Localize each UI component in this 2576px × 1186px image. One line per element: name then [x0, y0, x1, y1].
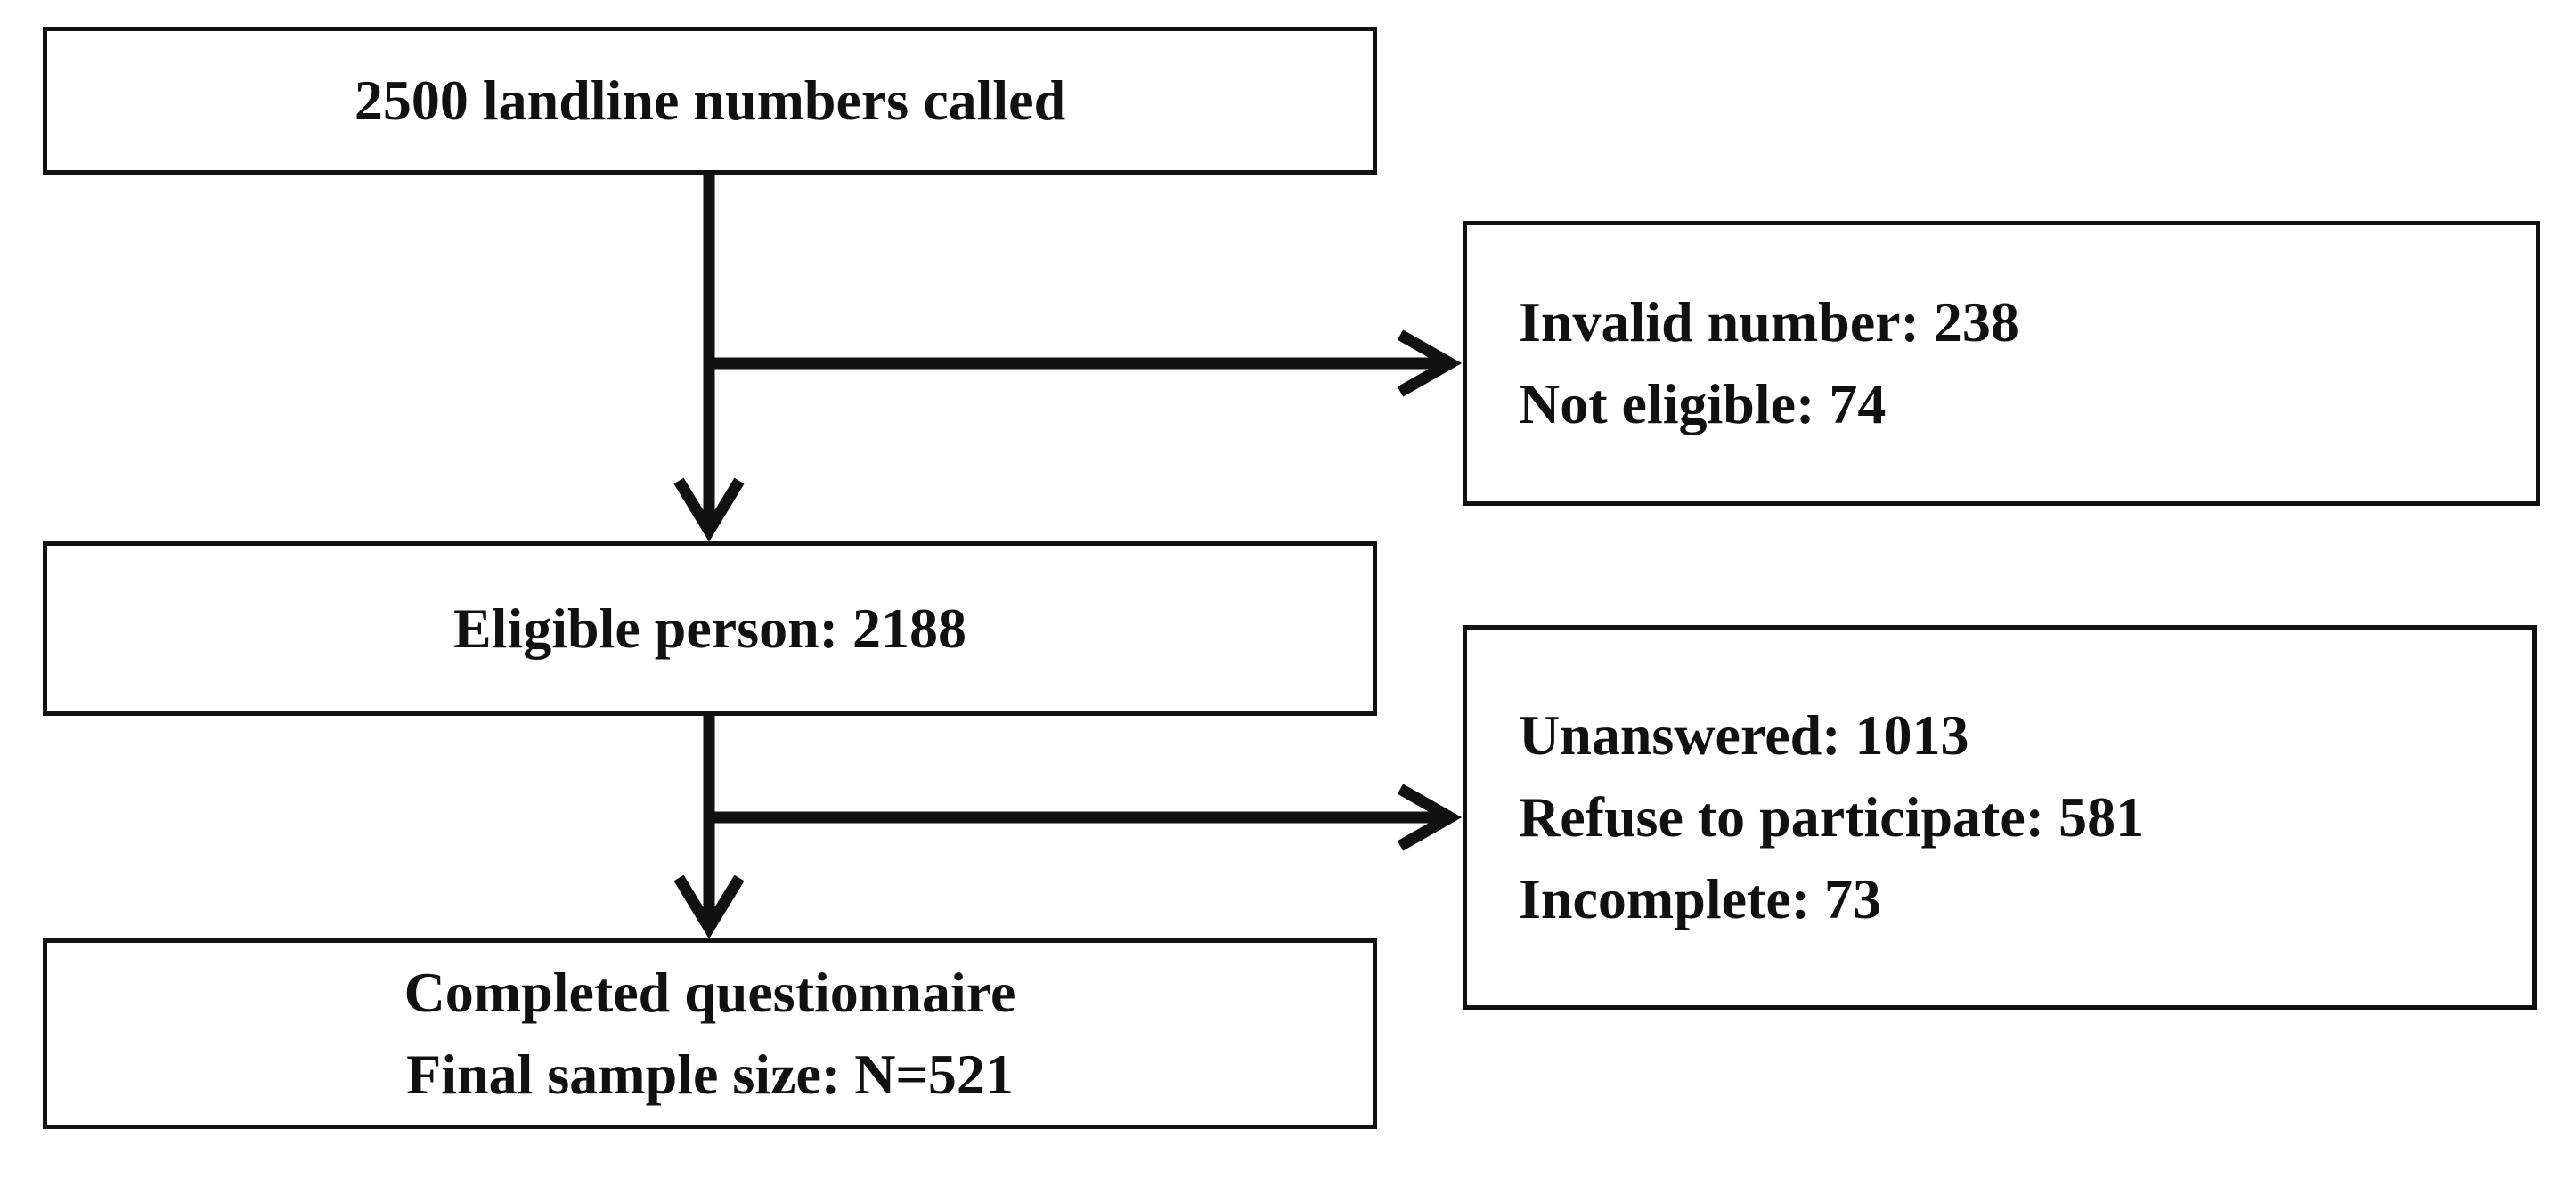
box-excluded-nonresponse: Unanswered: 1013 Refuse to participate: … [1463, 625, 2537, 1010]
box-final-sample: Completed questionnaire Final sample siz… [43, 938, 1377, 1129]
box-text: 2500 landline numbers called [354, 69, 1066, 132]
arrowhead-excluded-1 [1397, 329, 1463, 397]
box-text: Final sample size: N=521 [406, 1043, 1014, 1106]
box-excluded-invalid: Invalid number: 238 Not eligible: 74 [1463, 221, 2540, 506]
box-text: Eligible person: 2188 [452, 597, 967, 660]
box-text: Unanswered: 1013 [1519, 703, 1969, 767]
box-text: Incomplete: 73 [1519, 867, 1882, 930]
box-landline-numbers-called: 2500 landline numbers called [43, 27, 1377, 175]
box-text: Invalid number: 238 [1519, 290, 2019, 353]
arrowhead-final [673, 874, 745, 939]
box-eligible-person: Eligible person: 2188 [43, 541, 1377, 716]
arrowhead-eligible [673, 477, 745, 542]
box-text: Completed questionnaire [404, 961, 1016, 1024]
box-text: Not eligible: 74 [1519, 372, 1887, 435]
arrowhead-excluded-2 [1397, 784, 1463, 851]
box-text: Refuse to participate: 581 [1519, 785, 2145, 849]
